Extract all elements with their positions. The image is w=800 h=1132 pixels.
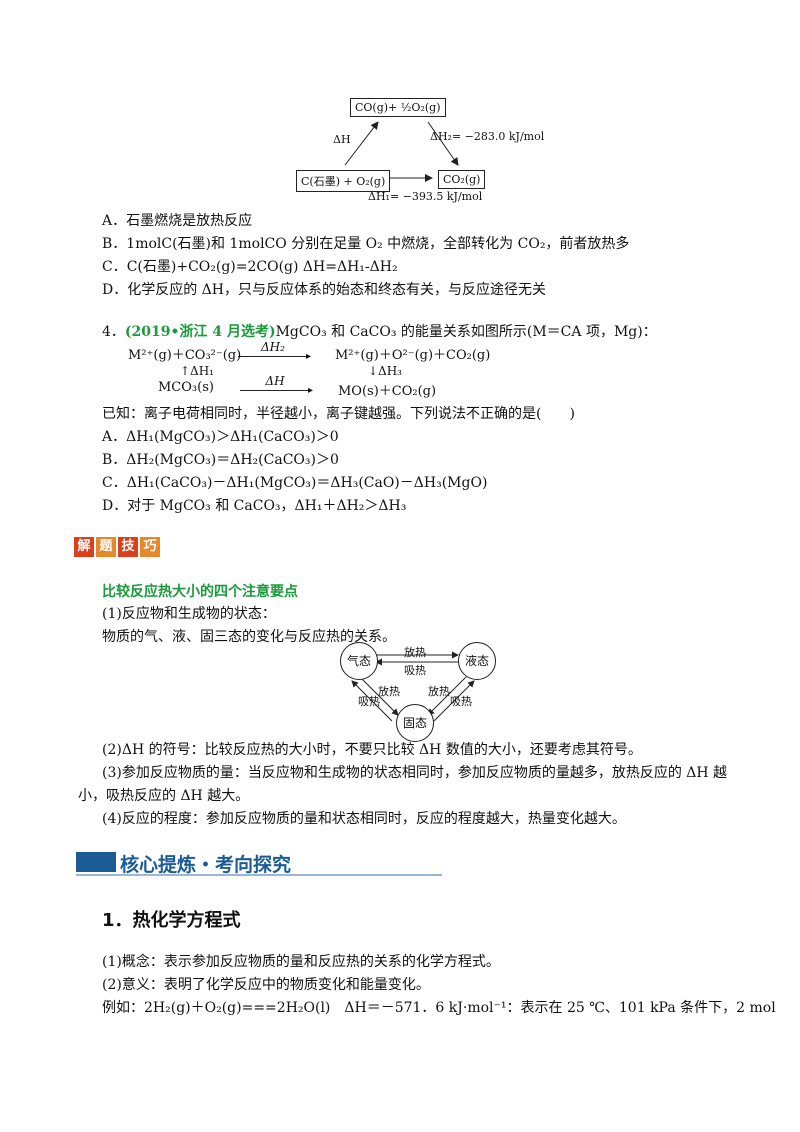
dh-left-label: ΔH (333, 133, 351, 146)
q4-stem: 4．(2019•浙江 4 月选考)MgCO₃ 和 CaCO₃ 的能量关系如图所示… (102, 322, 657, 342)
eq-bot-left: MCO₃(s) (158, 380, 214, 395)
eq-top-arrow (238, 356, 308, 357)
tag-qiao: 巧 (140, 537, 160, 557)
q4-option-d: D．对于 MgCO₃ 和 CaCO₃，ΔH₁＋ΔH₂＞ΔH₃ (102, 498, 407, 514)
left-absorb-label: 吸热 (358, 695, 380, 708)
tips-p3b: 小，吸热反应的 ΔH 越大。 (78, 788, 250, 804)
top-absorb-label: 吸热 (404, 664, 426, 677)
right-absorb-label: 吸热 (450, 695, 472, 708)
q4-option-b: B．ΔH₂(MgCO₃)＝ΔH₂(CaCO₃)＞0 (102, 452, 339, 468)
dh1-label: ΔH₁= −393.5 kJ/mol (368, 190, 483, 203)
section-p2: (2)意义：表明了化学反应中的物质变化和能量变化。 (102, 977, 430, 993)
eq-bot-arrow-label: ΔH (265, 374, 285, 388)
tips-p1b: 物质的气、液、固三态的变化与反应热的关系。 (102, 629, 396, 645)
dh2-label: ΔH₂= −283.0 kJ/mol (430, 130, 545, 143)
banner-bar (76, 852, 116, 872)
top-box: CO(g)+ ½O₂(g) (350, 98, 446, 117)
section-heading: 1．热化学方程式 (102, 910, 241, 931)
left-box: C(石墨) + O₂(g) (296, 170, 391, 192)
phase-arrows (351, 651, 475, 722)
eq-top-arrowhead: ▸ (306, 351, 312, 362)
banner-rule (76, 874, 442, 876)
section-banner: 核心提炼・考向探究 (120, 854, 292, 876)
dh3-arrow: ↓ΔH₃ (368, 364, 402, 378)
tips-p3a: (3)参加反应物质的量：当反应物和生成物的状态相同时，参加反应物质的量越多，放热… (102, 765, 728, 781)
eq-top-left: M²⁺(g)＋CO₃²⁻(g) (128, 348, 242, 363)
liquid-circle: 液态 (458, 642, 496, 680)
tag-jie: 解 (74, 537, 94, 557)
tag-ji: 技 (118, 537, 138, 557)
q4-number: 4． (102, 324, 125, 340)
right-box: CO₂(g) (438, 170, 486, 189)
solid-circle: 固态 (396, 704, 434, 742)
q3-option-d: D．化学反应的 ΔH，只与反应体系的始态和终态有关，与反应途径无关 (102, 282, 546, 298)
q4-option-a: A．ΔH₁(MgCO₃)＞ΔH₁(CaCO₃)＞0 (102, 429, 339, 445)
eq-bot-arrow (240, 390, 310, 391)
q4-source: (2019•浙江 4 月选考) (124, 324, 276, 340)
q3-option-b: B．1molC(石墨)和 1molCO 分别在足量 O₂ 中燃烧，全部转化为 C… (102, 236, 630, 252)
left-release-label: 放热 (378, 685, 400, 698)
tips-p4: (4)反应的程度：参加反应物质的量和状态相同时，反应的程度越大，热量变化越大。 (102, 811, 626, 827)
eq-top-arrow-label: ΔH₂ (261, 340, 285, 354)
gas-circle: 气态 (340, 642, 378, 680)
tips-p1: (1)反应物和生成物的状态： (102, 606, 276, 622)
eq-top-right: M²⁺(g)＋O²⁻(g)＋CO₂(g) (335, 348, 491, 363)
section-p3: 例如：2H₂(g)＋O₂(g)===2H₂O(l) ΔH＝－571．6 kJ·m… (102, 1000, 776, 1016)
tag-ti: 题 (96, 537, 116, 557)
eq-bot-right: MO(s)＋CO₂(g) (338, 384, 437, 399)
top-release-label: 放热 (404, 646, 426, 659)
eq-bot-arrowhead: ▸ (308, 385, 314, 396)
q3-option-c: C．C(石墨)+CO₂(g)=2CO(g) ΔH=ΔH₁-ΔH₂ (102, 259, 398, 275)
q4-option-c: C．ΔH₁(CaCO₃)－ΔH₁(MgCO₃)＝ΔH₃(CaO)－ΔH₃(MgO… (102, 475, 488, 491)
q4-stem-text: MgCO₃ 和 CaCO₃ 的能量关系如图所示(M＝CA 项，Mg)： (275, 324, 657, 340)
tips-title: 比较反应热大小的四个注意要点 (102, 584, 298, 600)
section-p1: (1)概念：表示参加反应物质的量和反应热的关系的化学方程式。 (102, 954, 500, 970)
dh1-arrow: ↑ΔH₁ (180, 364, 214, 378)
right-release-label: 放热 (428, 685, 450, 698)
q3-option-a: A．石墨燃烧是放热反应 (102, 213, 253, 229)
tips-p2: (2)ΔH 的符号：比较反应热的大小时，不要只比较 ΔH 数值的大小，还要考虑其… (102, 742, 642, 758)
q4-known: 已知：离子电荷相同时，半径越小，离子键越强。下列说法不正确的是( ) (102, 406, 575, 422)
